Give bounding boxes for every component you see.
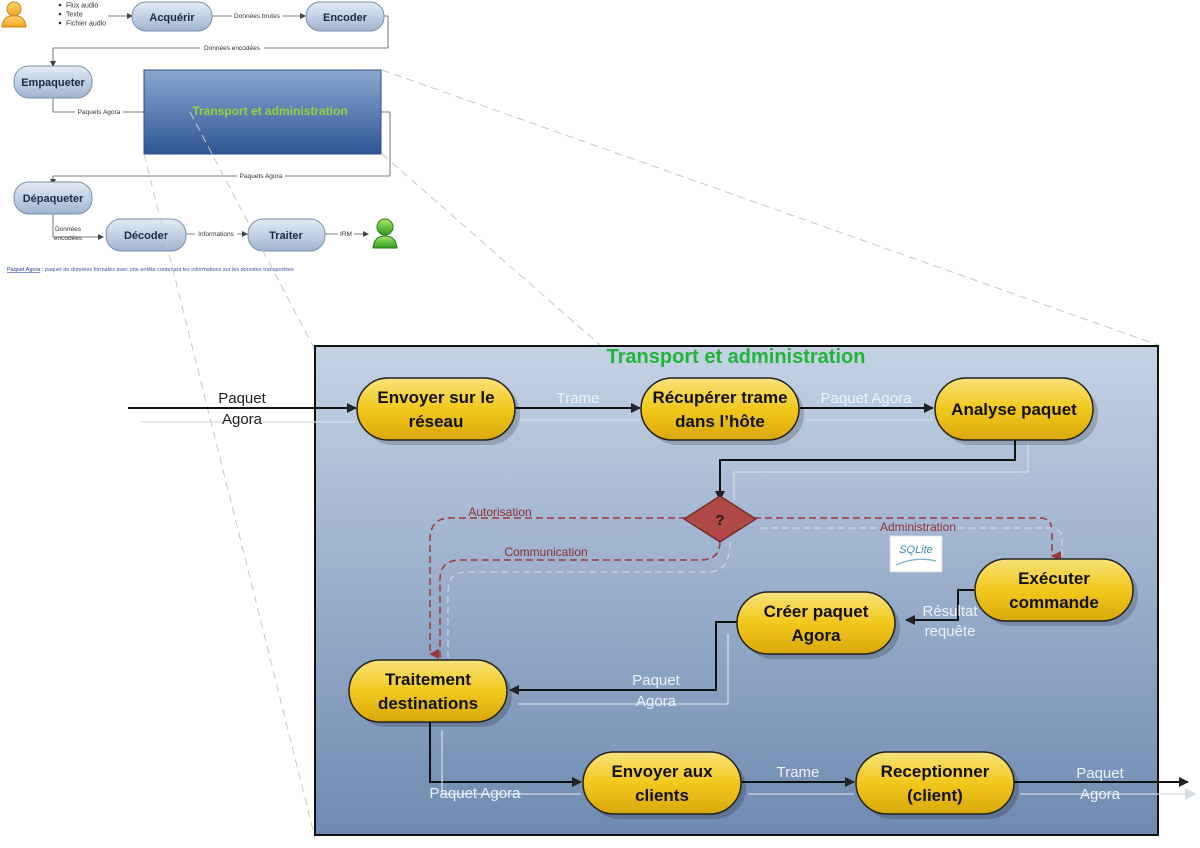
edge-label: Paquet Agora <box>821 390 913 407</box>
footnote-term: Paquet Agora <box>7 267 41 273</box>
decision-diamond: ? <box>682 495 758 543</box>
svg-text:Analyse paquet: Analyse paquet <box>951 400 1077 419</box>
node-analyse-paquet: Analyse paquet <box>934 377 1098 445</box>
svg-text:Traiter: Traiter <box>269 230 303 242</box>
node-creer-paquet: Créer paquet Agora <box>736 591 900 659</box>
input-item: Flux audio <box>66 3 98 10</box>
detail-title: Transport et administration <box>607 346 866 368</box>
overview-connectors <box>50 13 391 240</box>
node-traitement-destinations: Traitement destinations <box>348 659 512 727</box>
overview-diagram: Flux audio Texte Fichier audio Données b… <box>1 1 398 273</box>
svg-text:Agora: Agora <box>791 626 841 645</box>
edge-label: Paquet Agora <box>430 785 522 802</box>
node-envoyer-reseau: Envoyer sur le réseau <box>356 377 520 445</box>
svg-text:destinations: destinations <box>378 694 478 713</box>
flow-connectors-shadow <box>140 419 1197 800</box>
edge-label: Paquet <box>1076 765 1124 782</box>
dashed-connectors-shadow <box>447 527 1063 660</box>
svg-text:Encoder: Encoder <box>323 12 368 24</box>
svg-text:Transport et administration: Transport et administration <box>192 104 347 118</box>
svg-text:Exécuter: Exécuter <box>1018 569 1090 588</box>
node-empaqueter: Empaqueter <box>13 65 93 99</box>
edge-label: requête <box>925 623 976 640</box>
svg-text:Envoyer sur le: Envoyer sur le <box>377 388 494 407</box>
edge-label: Agora <box>222 411 263 428</box>
edge-label: Paquets Agora <box>240 173 283 180</box>
svg-text:réseau: réseau <box>409 412 464 431</box>
node-envoyer-clients: Envoyer aux clients <box>582 751 746 819</box>
footnote-text: : paquet de données formatés avec une en… <box>40 267 294 273</box>
edge-label: Résultat <box>922 603 978 620</box>
svg-text:Paquet Agora : paquet de donné: Paquet Agora : paquet de données formaté… <box>7 267 294 273</box>
zoom-guides <box>143 69 1159 839</box>
user-icon <box>1 1 27 28</box>
node-encoder: Encoder <box>305 1 385 32</box>
edge-label: Données brutes <box>234 13 281 20</box>
edge-label: Trame <box>777 764 820 781</box>
edge-label: Trame <box>557 390 600 407</box>
svg-text:Récupérer trame: Récupérer trame <box>652 388 787 407</box>
svg-text:(client): (client) <box>907 786 963 805</box>
edge-label: Agora <box>1080 786 1121 803</box>
svg-text:Créer paquet: Créer paquet <box>764 602 869 621</box>
svg-text:Dépaqueter: Dépaqueter <box>23 193 84 205</box>
svg-text:Envoyer aux: Envoyer aux <box>611 762 713 781</box>
svg-text:Receptionner: Receptionner <box>881 762 990 781</box>
input-item: Fichier audio <box>66 21 106 28</box>
edge-label: Paquet <box>218 390 266 407</box>
edge-label: IRM <box>340 231 352 238</box>
edge-label: Autorisation <box>468 505 531 519</box>
svg-text:dans l’hôte: dans l’hôte <box>675 412 765 431</box>
sqlite-logo: SQLite <box>889 535 943 573</box>
edge-label: Paquets Agora <box>78 109 121 116</box>
input-list: Flux audio Texte Fichier audio <box>58 3 106 28</box>
footnote: Paquet Agora : paquet de données formaté… <box>7 267 294 273</box>
node-decoder: Décoder <box>105 218 187 252</box>
edge-label: Données encodées <box>204 45 261 52</box>
edge-label: Paquet <box>632 672 680 689</box>
node-transport-box: Transport et administration <box>143 69 382 155</box>
svg-text:SQLite: SQLite <box>899 544 933 556</box>
svg-text:Acquérir: Acquérir <box>149 12 195 24</box>
svg-text:Décoder: Décoder <box>124 230 169 242</box>
detail-panel: Transport et administration <box>128 345 1197 836</box>
svg-text:commande: commande <box>1009 593 1099 612</box>
edge-label: Données <box>55 226 82 233</box>
edge-label: encodées <box>54 235 83 242</box>
overview-edge-labels: Données brutes Données encodées Paquets … <box>54 11 354 242</box>
svg-text:Empaqueter: Empaqueter <box>21 77 85 89</box>
svg-text:Traitement: Traitement <box>385 670 471 689</box>
node-depaqueter: Dépaqueter <box>13 181 93 215</box>
node-acquerir: Acquérir <box>131 1 213 32</box>
edge-label: Communication <box>504 545 587 559</box>
detail-edge-labels: Paquet Agora Trame Paquet Agora Autorisa… <box>218 390 1124 803</box>
node-recuperer-trame: Récupérer trame dans l’hôte <box>640 377 804 445</box>
edge-label: Agora <box>636 693 677 710</box>
node-receptionner-client: Receptionner (client) <box>855 751 1019 819</box>
node-traiter: Traiter <box>247 218 326 252</box>
input-item: Texte <box>66 12 83 19</box>
flow-connectors <box>128 403 1189 787</box>
node-executer-commande: Exécuter commande <box>974 558 1138 626</box>
edge-label: Informations <box>198 231 235 238</box>
dashed-connectors <box>429 517 1061 660</box>
user-icon <box>372 218 398 249</box>
svg-text:clients: clients <box>635 786 689 805</box>
edge-label: Administration <box>880 520 956 534</box>
svg-text:?: ? <box>715 512 724 529</box>
